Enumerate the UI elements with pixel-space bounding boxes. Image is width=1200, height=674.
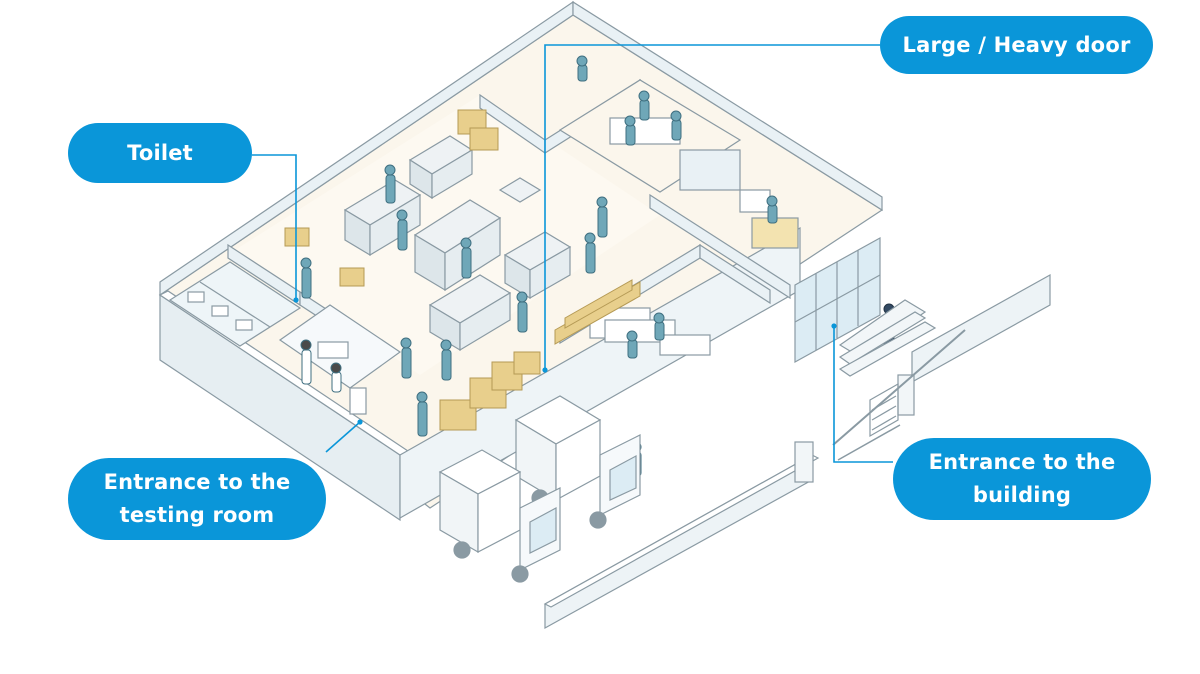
leader-line-door [544, 44, 880, 370]
leader-line-testing [325, 421, 361, 453]
gate-rail [832, 329, 966, 446]
boundary-wall-bottom-top [543, 454, 820, 608]
entrance-stairs [838, 299, 937, 377]
leader-lines [252, 44, 893, 463]
lab-workers [300, 339, 342, 393]
glass-entrance [794, 236, 881, 364]
machines [343, 135, 572, 352]
leader-line-toilet [252, 154, 297, 300]
label-entrance-testing-room: Entrance to the testing room [68, 458, 326, 540]
cardboard-boxes [284, 109, 641, 431]
label-toilet: Toilet [68, 123, 252, 183]
label-toilet-text: Toilet [127, 140, 193, 165]
label-building-line2: building [972, 483, 1072, 507]
boundary-wall-right [911, 273, 1051, 384]
leader-dots [293, 297, 837, 425]
label-door-text: Large / Heavy door [902, 32, 1131, 57]
gate-pillar [794, 441, 814, 483]
sliding-gate [869, 382, 899, 438]
label-testing-line2: testing room [119, 503, 275, 527]
gate-rail-2 [837, 424, 901, 461]
label-large-heavy-door: Large / Heavy door [880, 16, 1153, 74]
toilet-area [168, 261, 302, 347]
outer-wall-back-right [572, 0, 883, 212]
truck-front [438, 449, 561, 583]
leader-line-building [833, 326, 893, 463]
label-building-line1: Entrance to the [928, 450, 1116, 474]
testing-room [278, 304, 402, 415]
truck-back [514, 395, 641, 529]
label-entrance-building: Entrance to the building [893, 438, 1151, 520]
label-testing-line1: Entrance to the [103, 470, 291, 494]
